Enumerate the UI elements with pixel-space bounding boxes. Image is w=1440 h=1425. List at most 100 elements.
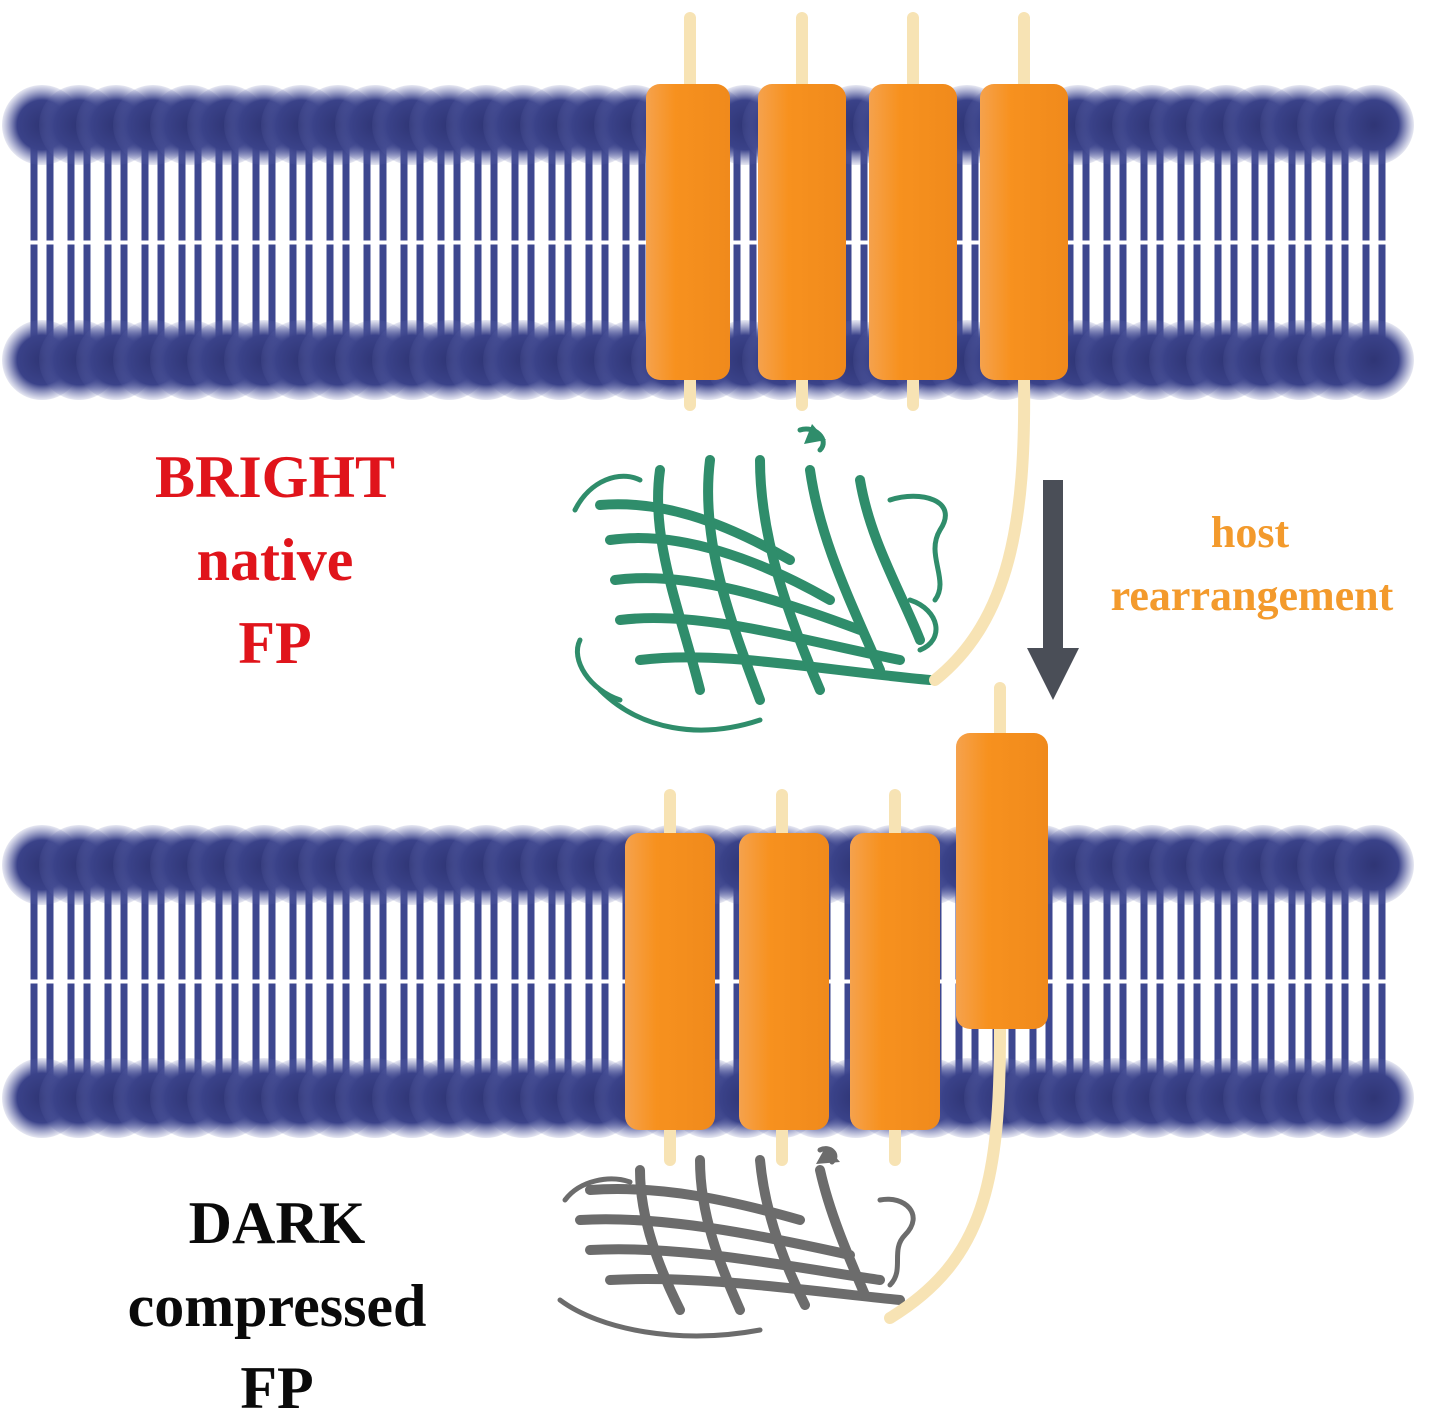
lipid-tail [400,145,408,241]
lipid-tail [971,983,979,1078]
transition-label-line-2: rearrangement [1111,571,1394,620]
lipid-tail [416,145,424,241]
lipid-tail [955,244,963,340]
linker-tail [929,12,1031,686]
lipid-tail [1066,244,1074,340]
lipid-head [1334,825,1414,905]
lipid-tail [527,145,535,241]
lipid-tail [1103,885,1111,980]
lipid-tail [1362,983,1370,1078]
dark-label-line-2: compressed [128,1273,427,1339]
lipid-tail [231,983,239,1078]
lipid-tail [511,145,519,241]
lipid-tail [1193,885,1201,980]
lipid-tail [157,885,165,980]
bright-label-line-3: FP [238,610,311,676]
lipid-tail [585,145,593,241]
lipid-tail [379,244,387,340]
lipid-tail [1230,244,1238,340]
lipid-tail [749,244,757,340]
lipid-tail [527,885,535,980]
lipid-tail [1267,983,1275,1078]
lipid-tail [268,244,276,340]
dark-fluorescent-protein [557,1146,916,1339]
lipid-tail [437,244,445,340]
dark-label-line-1: DARK [189,1190,366,1256]
transmembrane-helices [625,84,1068,1130]
lipid-tail [1362,244,1370,340]
lipid-tail [215,885,223,980]
helix-cylinder [625,833,715,1130]
lipid-tail [400,983,408,1078]
lipid-tail [1103,244,1111,340]
lipid-tail [157,983,165,1078]
lipid-tail [1214,244,1222,340]
lipid-tail [326,145,334,241]
lipid-tail [289,244,297,340]
lipid-tail [1325,885,1333,980]
lipid-tail [120,983,128,1078]
lipid-tail [231,885,239,980]
lipid-tail [1341,983,1349,1078]
lipid-tail [342,983,350,1078]
lipid-tail [1066,983,1074,1078]
lipid-tail [437,885,445,980]
lipid-tail [1082,244,1090,340]
lipid-tail [1082,983,1090,1078]
lipid-tail [1251,145,1259,241]
lipid-tail [141,145,149,241]
lipid-tail [342,885,350,980]
lipid-tail [268,145,276,241]
lipid-tail [1140,885,1148,980]
lipid-tail [178,244,186,340]
lipid-tail [638,244,646,340]
lipid-tail [194,983,202,1078]
lipid-tail [1267,145,1275,241]
lipid-tail [1082,145,1090,241]
lipid-tail [305,885,313,980]
lipid-tail [1214,983,1222,1078]
helix-cylinder [758,84,846,380]
lipid-tail [1304,145,1312,241]
lipid-tail [1119,244,1127,340]
lipid-tail [564,983,572,1078]
lipid-tail [1288,885,1296,980]
lipid-tail [1214,885,1222,980]
lipid-tail [1362,145,1370,241]
lipid-tail [733,885,741,980]
lipid-tail [844,885,852,980]
helix-cylinder [980,84,1068,380]
lipid-tail [601,885,609,980]
lipid-tail [490,145,498,241]
lipid-tail [342,145,350,241]
lipid-tail [416,983,424,1078]
lipid-tail [638,145,646,241]
lipid-tail [268,983,276,1078]
lipid-tail [564,244,572,340]
lipid-tail [1140,244,1148,340]
lipid-tail [30,885,38,980]
lipid-tail [955,145,963,241]
lipid-tail [67,145,75,241]
lipid-tail [622,145,630,241]
bright-label-line-2: native [197,527,354,593]
lipid-tail [30,983,38,1078]
lipid-tail [1251,885,1259,980]
lipid-tail [1193,983,1201,1078]
lipid-tail [564,885,572,980]
lipid-tail [1304,983,1312,1078]
lipid-tail [268,885,276,980]
dark-label-line-3: FP [240,1355,313,1421]
lipid-tail [416,244,424,340]
lipid-tail [1341,145,1349,241]
lipid-tail [194,885,202,980]
lipid-tail [252,983,260,1078]
lipid-tail [844,145,852,241]
lipid-tail [342,244,350,340]
lipid-tail [749,145,757,241]
lipid-tail [733,983,741,1078]
lipid-tail [416,885,424,980]
helix-cylinder [956,733,1048,1029]
lipid-tail [1304,244,1312,340]
lipid-tail [326,885,334,980]
